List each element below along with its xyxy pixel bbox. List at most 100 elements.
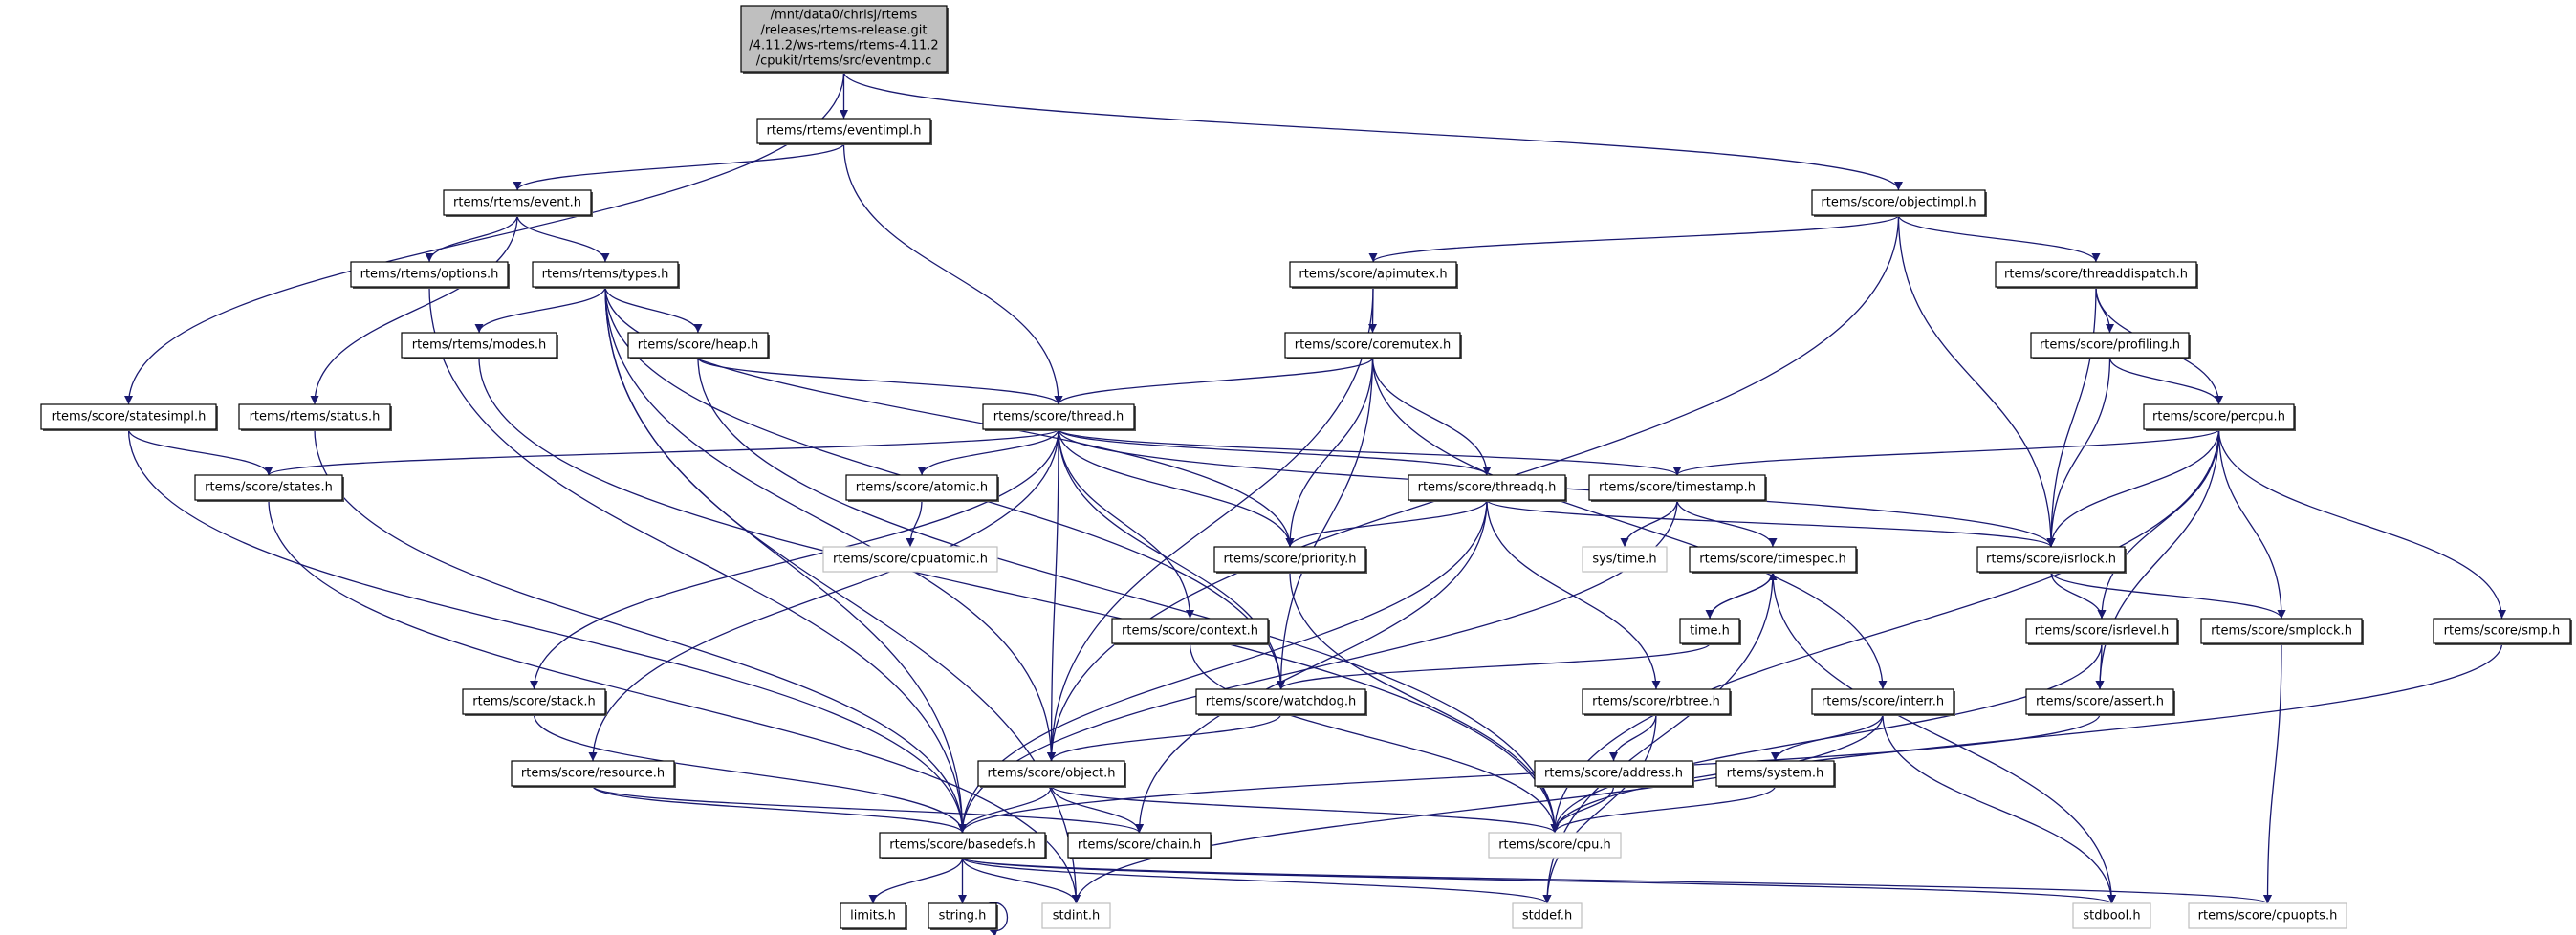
node-label: rtems/score/chain.h <box>1078 838 1201 853</box>
node-label: rtems/score/isrlevel.h <box>2035 624 2170 639</box>
node-label: rtems/score/priority.h <box>1224 553 1357 567</box>
node-box <box>1041 902 1111 929</box>
node-box <box>1679 618 1740 644</box>
node-coremutex[interactable]: rtems/score/coremutex.h <box>1284 332 1462 359</box>
node-options[interactable]: rtems/rtems/options.h <box>350 261 510 289</box>
edge-threaddispatch-to-isrlock <box>2046 286 2097 548</box>
edge-threadq-to-rbtree <box>1486 499 1661 690</box>
edge-objectimpl-to-isrlock <box>1897 214 2056 548</box>
node-interr[interactable]: rtems/score/interr.h <box>1811 688 1955 716</box>
edge-percpu-to-smplock <box>2217 428 2286 620</box>
node-types[interactable]: rtems/rtems/types.h <box>532 261 680 289</box>
node-label: rtems/score/objectimpl.h <box>1821 196 1976 210</box>
node-time[interactable]: time.h <box>1679 618 1741 645</box>
node-label: rtems/rtems/types.h <box>542 268 669 282</box>
node-label: rtems/score/isrlock.h <box>1986 553 2116 567</box>
edge-thread-to-context <box>1058 428 1194 620</box>
node-chain[interactable]: rtems/score/chain.h <box>1067 832 1212 859</box>
node-box <box>462 688 606 715</box>
node-atomic[interactable]: rtems/score/atomic.h <box>845 474 999 502</box>
node-objectimpl[interactable]: rtems/score/objectimpl.h <box>1811 189 1987 217</box>
node-assert[interactable]: rtems/score/assert.h <box>2025 688 2175 716</box>
node-smplock[interactable]: rtems/score/smplock.h <box>2200 618 2364 645</box>
node-box <box>1408 474 1566 501</box>
node-label: rtems/score/timestamp.h <box>1599 481 1756 495</box>
edge-isrlock-to-isrlevel <box>2050 571 2107 620</box>
node-stdbool[interactable]: stdbool.h <box>2072 902 2151 929</box>
node-limits[interactable]: limits.h <box>840 902 907 930</box>
node-heap[interactable]: rtems/score/heap.h <box>627 332 770 359</box>
node-label: rtems/score/smplock.h <box>2211 624 2352 639</box>
node-cpuopts[interactable]: rtems/score/cpuopts.h <box>2188 902 2347 929</box>
edge-modes-to-cpu <box>478 357 1560 834</box>
node-object[interactable]: rtems/score/object.h <box>977 760 1126 788</box>
nodes-layer: /mnt/data0/chrisj/rtems/releases/rtems-r… <box>40 5 2572 930</box>
node-box <box>2200 618 2363 644</box>
edge-heap-to-thread <box>697 357 1063 405</box>
edge-system-to-cpu <box>1550 785 1777 834</box>
node-resource[interactable]: rtems/score/resource.h <box>511 760 676 788</box>
node-isrlevel[interactable]: rtems/score/isrlevel.h <box>2025 618 2179 645</box>
edge-percpu-to-isrlock <box>2046 428 2220 548</box>
node-box <box>1534 760 1693 787</box>
node-states[interactable]: rtems/score/states.h <box>194 474 344 502</box>
node-stack[interactable]: rtems/score/stack.h <box>462 688 607 716</box>
node-watchdog[interactable]: rtems/score/watchdog.h <box>1195 688 1367 716</box>
edge-coremutex-to-threadq <box>1371 357 1492 476</box>
node-systime[interactable]: sys/time.h <box>1582 546 1668 573</box>
node-timestamp[interactable]: rtems/score/timestamp.h <box>1588 474 1767 502</box>
node-root[interactable]: /mnt/data0/chrisj/rtems/releases/rtems-r… <box>740 5 949 74</box>
node-thread[interactable]: rtems/score/thread.h <box>982 403 1136 431</box>
node-box <box>1689 546 1857 573</box>
node-box <box>2143 403 2295 430</box>
node-basedefs[interactable]: rtems/score/basedefs.h <box>879 832 1047 859</box>
node-profiling[interactable]: rtems/score/profiling.h <box>2030 332 2191 359</box>
node-rbtree[interactable]: rtems/score/rbtree.h <box>1582 688 1732 716</box>
node-box <box>928 902 997 929</box>
edge-time-to-watchdog <box>1277 642 1711 690</box>
node-label: rtems/score/basedefs.h <box>889 838 1036 853</box>
node-address[interactable]: rtems/score/address.h <box>1534 760 1694 788</box>
edge-percpu-to-timestamp <box>1672 428 2220 476</box>
node-box <box>822 546 998 573</box>
node-box <box>511 760 675 787</box>
node-apimutex[interactable]: rtems/score/apimutex.h <box>1289 261 1458 289</box>
edge-root-to-objectimpl <box>842 71 1903 191</box>
node-modes[interactable]: rtems/rtems/modes.h <box>401 332 558 359</box>
node-priority[interactable]: rtems/score/priority.h <box>1213 546 1367 574</box>
edge-types-to-heap <box>604 286 703 334</box>
edge-profiling-to-percpu <box>2108 357 2223 405</box>
node-context[interactable]: rtems/score/context.h <box>1111 618 1270 645</box>
edge-string-to-string <box>988 902 1009 935</box>
node-label: rtems/score/resource.h <box>521 767 665 781</box>
node-stddef[interactable]: stddef.h <box>1512 902 1583 929</box>
node-threaddispatch[interactable]: rtems/score/threaddispatch.h <box>1995 261 2198 289</box>
edge-stack-to-basedefs <box>533 713 967 834</box>
node-string[interactable]: string.h <box>928 902 998 930</box>
node-percpu[interactable]: rtems/score/percpu.h <box>2143 403 2296 431</box>
node-box <box>1195 688 1366 715</box>
node-cpuatomic[interactable]: rtems/score/cpuatomic.h <box>822 546 998 573</box>
node-event[interactable]: rtems/rtems/event.h <box>443 189 593 217</box>
node-box <box>982 403 1135 430</box>
edge-threadq-to-isrlock <box>1486 499 2056 548</box>
node-isrlock[interactable]: rtems/score/isrlock.h <box>1976 546 2127 574</box>
node-stdint[interactable]: stdint.h <box>1041 902 1111 929</box>
node-box <box>2025 688 2174 715</box>
node-label: stdint.h <box>1053 909 1100 924</box>
node-box <box>2072 902 2151 929</box>
edge-resource-to-chain <box>592 785 1144 834</box>
node-status[interactable]: rtems/rtems/status.h <box>238 403 392 431</box>
edge-options-to-basedefs <box>428 286 967 834</box>
node-label: rtems/score/watchdog.h <box>1206 695 1356 709</box>
node-system[interactable]: rtems/system.h <box>1715 760 1836 788</box>
node-cpu[interactable]: rtems/score/cpu.h <box>1488 832 1622 859</box>
node-statesimpl[interactable]: rtems/score/statesimpl.h <box>40 403 218 431</box>
node-smp[interactable]: rtems/score/smp.h <box>2433 618 2572 645</box>
node-threadq[interactable]: rtems/score/threadq.h <box>1408 474 1567 502</box>
node-eventimpl[interactable]: rtems/rtems/eventimpl.h <box>756 118 932 145</box>
node-box <box>1976 546 2126 573</box>
node-box <box>1213 546 1366 573</box>
node-label: rtems/score/cpuatomic.h <box>833 553 988 567</box>
node-timespec[interactable]: rtems/score/timespec.h <box>1689 546 1858 574</box>
